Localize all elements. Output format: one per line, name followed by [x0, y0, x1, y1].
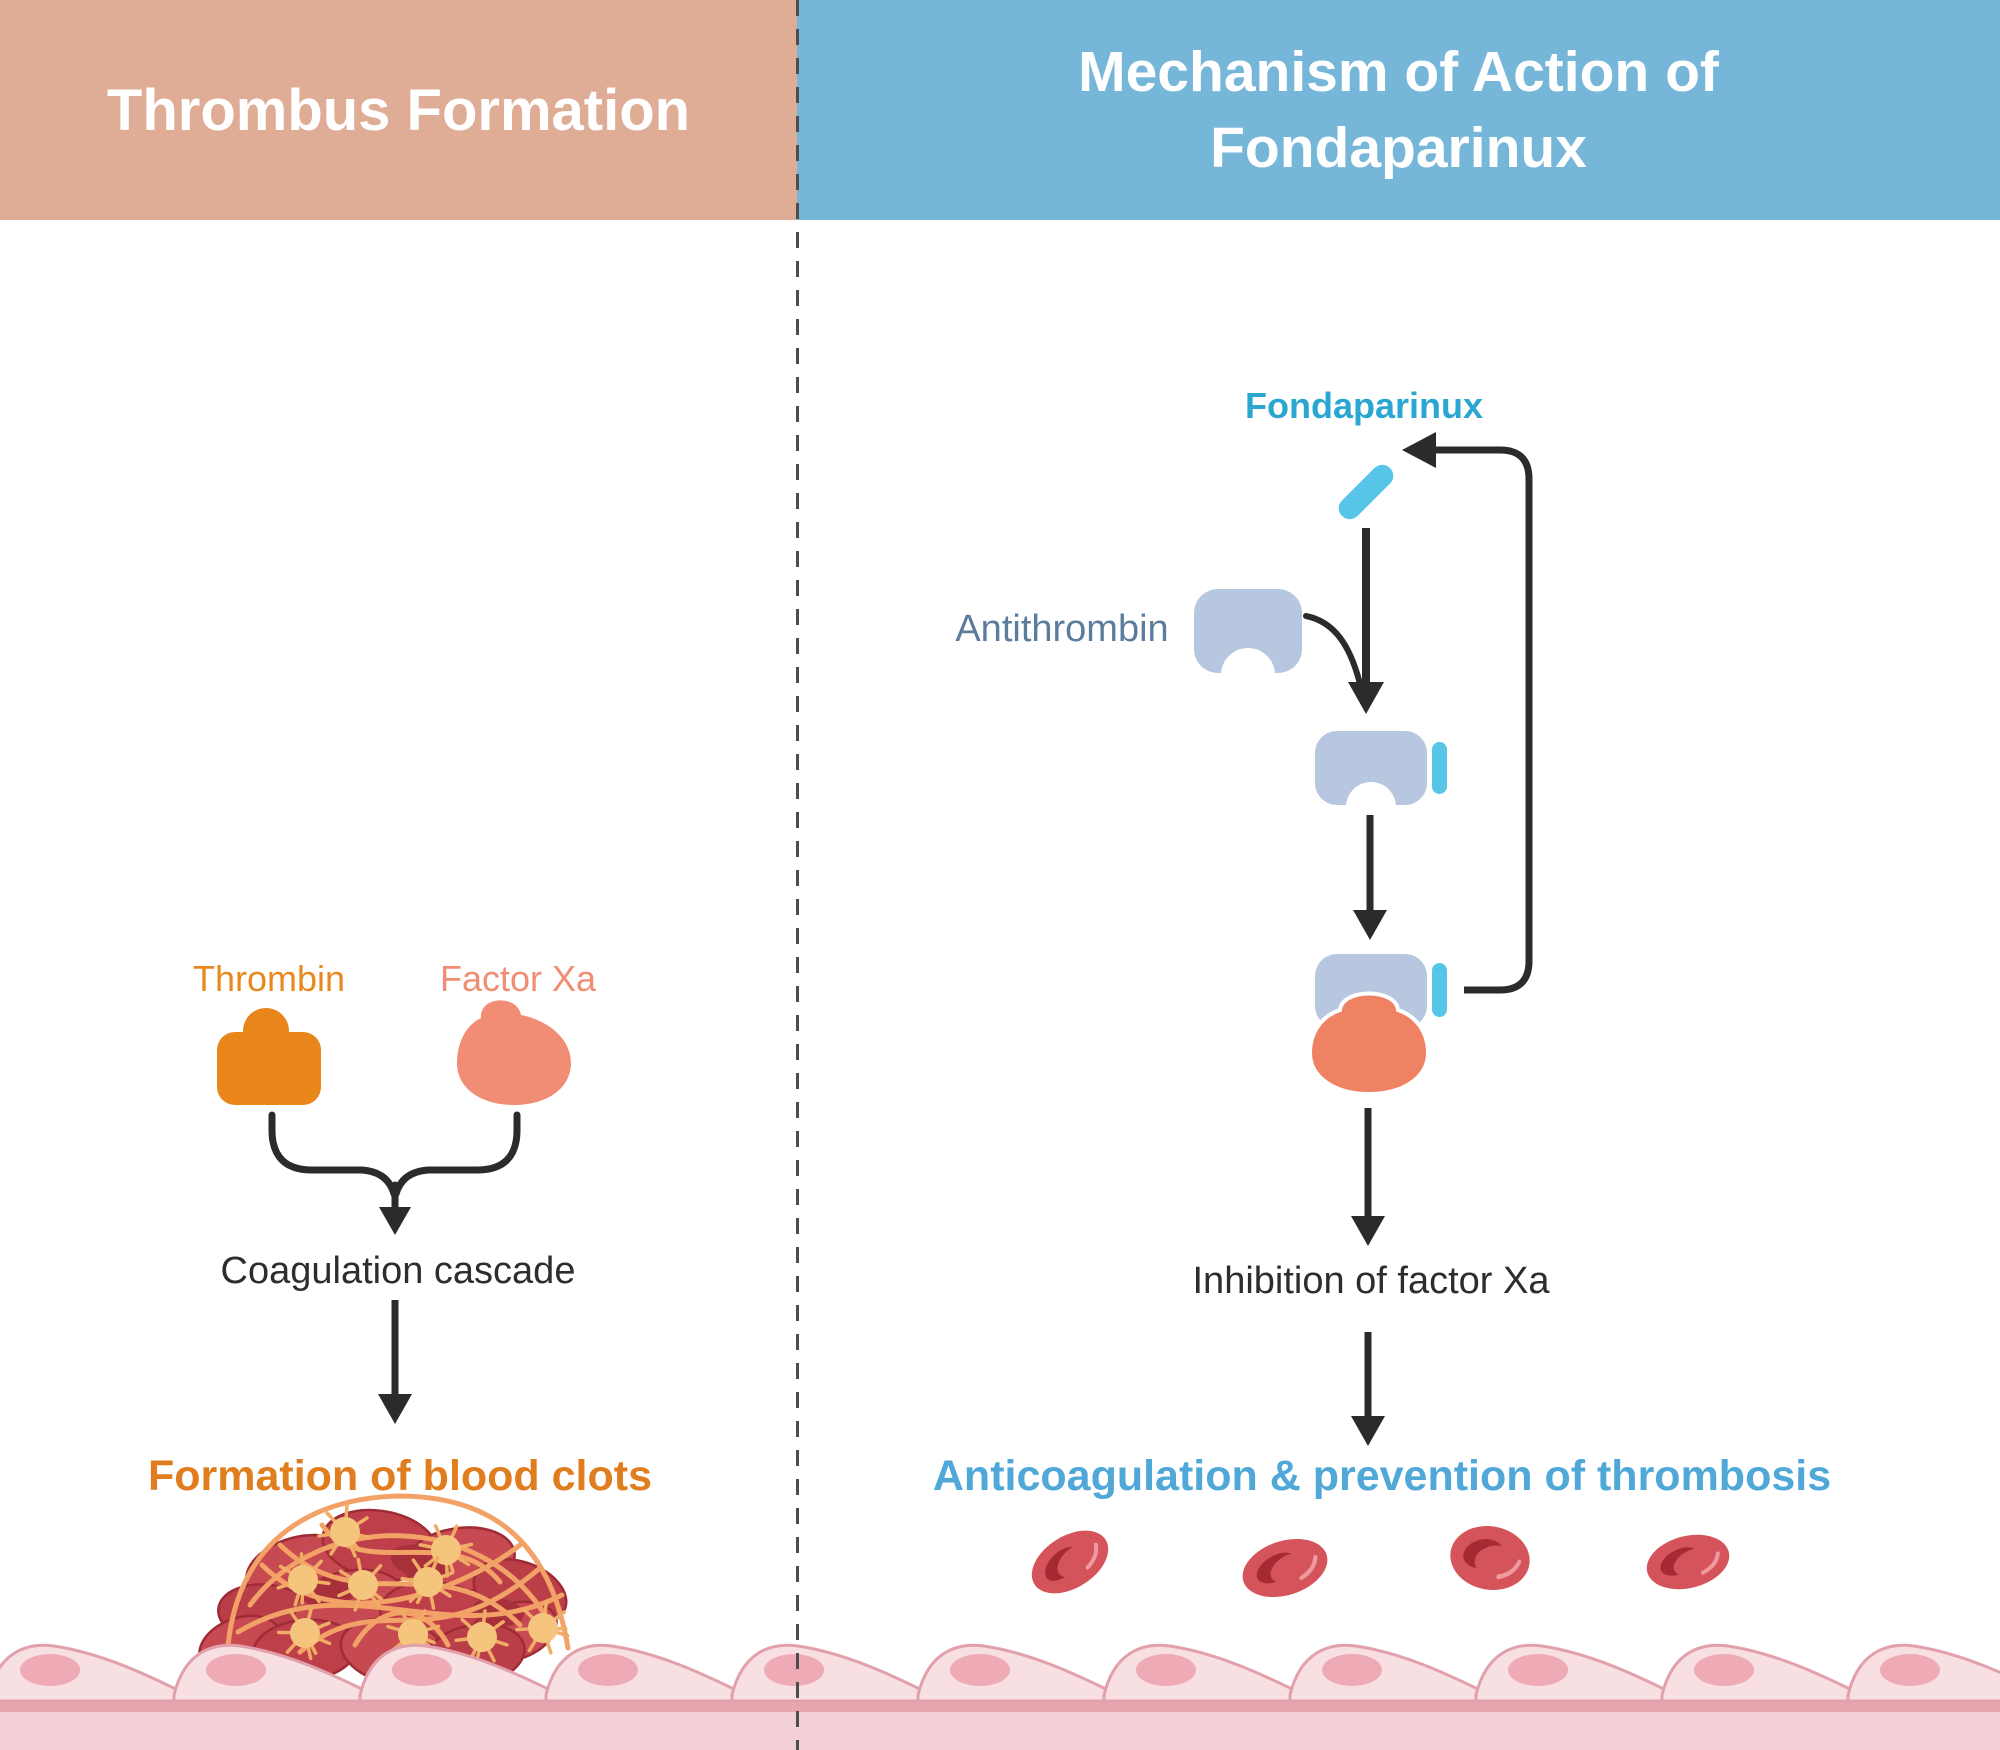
feedback-loop-arrow-icon	[1402, 432, 1533, 994]
antithrombin-binding-curve	[1303, 613, 1365, 695]
factor-xa-icon	[457, 1000, 571, 1105]
down-arrow-icon	[378, 1300, 412, 1424]
right-panel-title-line1: Mechanism of Action of	[1078, 40, 1719, 104]
fondaparinux-rod-icon	[1338, 464, 1394, 520]
antithrombin-fondaparinux-factor-xa-complex-icon	[1307, 954, 1447, 1097]
antithrombin-label: Antithrombin	[955, 608, 1169, 650]
arrow-fondaparinux-to-complex-icon	[1348, 528, 1384, 714]
arrow-inhibition-to-outcome-icon	[1351, 1332, 1385, 1446]
thrombin-label: Thrombin	[192, 958, 346, 999]
thrombin-icon	[217, 1008, 321, 1105]
arrow-complex-to-complex-icon	[1353, 815, 1387, 940]
merge-arrow-icon	[268, 1111, 521, 1235]
left-panel-title: Thrombus Formation	[106, 77, 691, 143]
formation-of-blood-clots-label: Formation of blood clots	[147, 1452, 653, 1500]
anticoagulation-outcome-label: Anticoagulation & prevention of thrombos…	[932, 1452, 1832, 1500]
inhibition-of-factor-xa-label: Inhibition of factor Xa	[1192, 1260, 1550, 1302]
right-panel-title-line2: Fondaparinux	[1210, 116, 1587, 180]
left-panel-header: Thrombus Formation	[0, 0, 797, 220]
endothelium-icon	[0, 1643, 2000, 1750]
right-panel-header: Mechanism of Action of Fondaparinux	[797, 0, 2000, 220]
red-blood-cell-icon	[1018, 1515, 1738, 1608]
factor-xa-label: Factor Xa	[439, 958, 597, 999]
coagulation-cascade-label: Coagulation cascade	[220, 1250, 576, 1292]
antithrombin-fondaparinux-complex-icon	[1315, 731, 1447, 832]
fondaparinux-label: Fondaparinux	[1244, 385, 1484, 426]
antithrombin-icon	[1194, 589, 1302, 702]
arrow-complex-to-inhibition-icon	[1351, 1108, 1385, 1246]
